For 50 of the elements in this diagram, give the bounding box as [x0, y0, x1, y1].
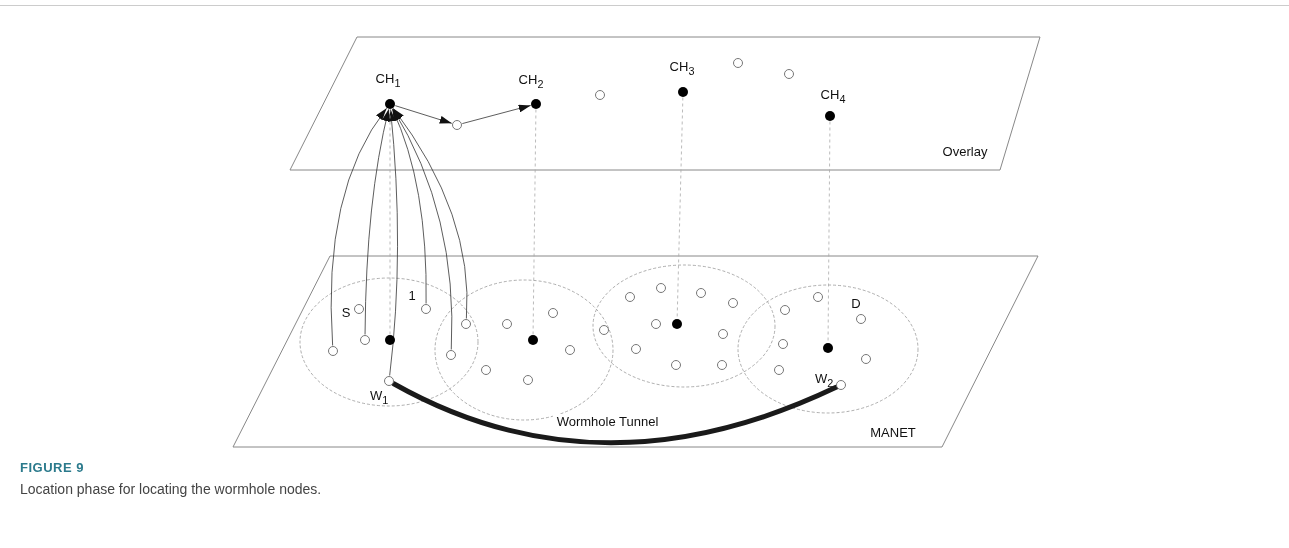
node-circle [599, 325, 609, 335]
tunnel-curve [391, 381, 839, 446]
node-label: 1 [407, 288, 417, 304]
plane-label: MANET [869, 425, 917, 441]
node-circle [631, 344, 641, 354]
node-label: W$_{1}$ [370, 388, 388, 408]
node-circle [651, 319, 661, 329]
node-circle [625, 292, 635, 302]
node-circle [861, 354, 871, 364]
cluster-head-dot [528, 335, 538, 345]
node-circle [784, 69, 794, 79]
projection-line [389, 109, 391, 335]
projection-line [827, 121, 831, 343]
node-label: CH$_{3}$ [669, 59, 695, 79]
node-label: CH$_{1}$ [375, 71, 401, 91]
cluster-head-dot [672, 319, 682, 329]
node-label: D [851, 296, 861, 312]
node-circle [733, 58, 743, 68]
cluster-head-dot [823, 343, 833, 353]
node-label: CH$_{2}$ [518, 72, 544, 92]
node-circle [780, 305, 790, 315]
plane-label: Overlay [941, 144, 989, 160]
node-circle [728, 298, 738, 308]
node-circle [774, 365, 784, 375]
projection-line [676, 97, 684, 319]
figure-number: FIGURE 9 [20, 460, 84, 475]
node-circle [446, 350, 456, 360]
node-label: CH$_{4}$ [820, 87, 846, 107]
node-label: W$_{2}$ [815, 371, 833, 391]
node-circle [813, 292, 823, 302]
node-circle [656, 283, 666, 293]
node-circle [565, 345, 575, 355]
node-circle [718, 329, 728, 339]
projection-line [532, 109, 537, 335]
node-label: S [341, 305, 351, 321]
node-circle [523, 375, 533, 385]
node-circle [328, 346, 338, 356]
node-circle [717, 360, 727, 370]
node-circle [671, 360, 681, 370]
node-circle [696, 288, 706, 298]
node-circle [548, 308, 558, 318]
node-circle [461, 319, 471, 329]
node-circle [778, 339, 788, 349]
node-circle [595, 90, 605, 100]
cluster-head-dot [385, 335, 395, 345]
figure-caption: Location phase for locating the wormhole nodes. [20, 481, 322, 497]
node-circle [502, 319, 512, 329]
node-circle [452, 120, 462, 130]
node-circle [360, 335, 370, 345]
node-circle [481, 365, 491, 375]
